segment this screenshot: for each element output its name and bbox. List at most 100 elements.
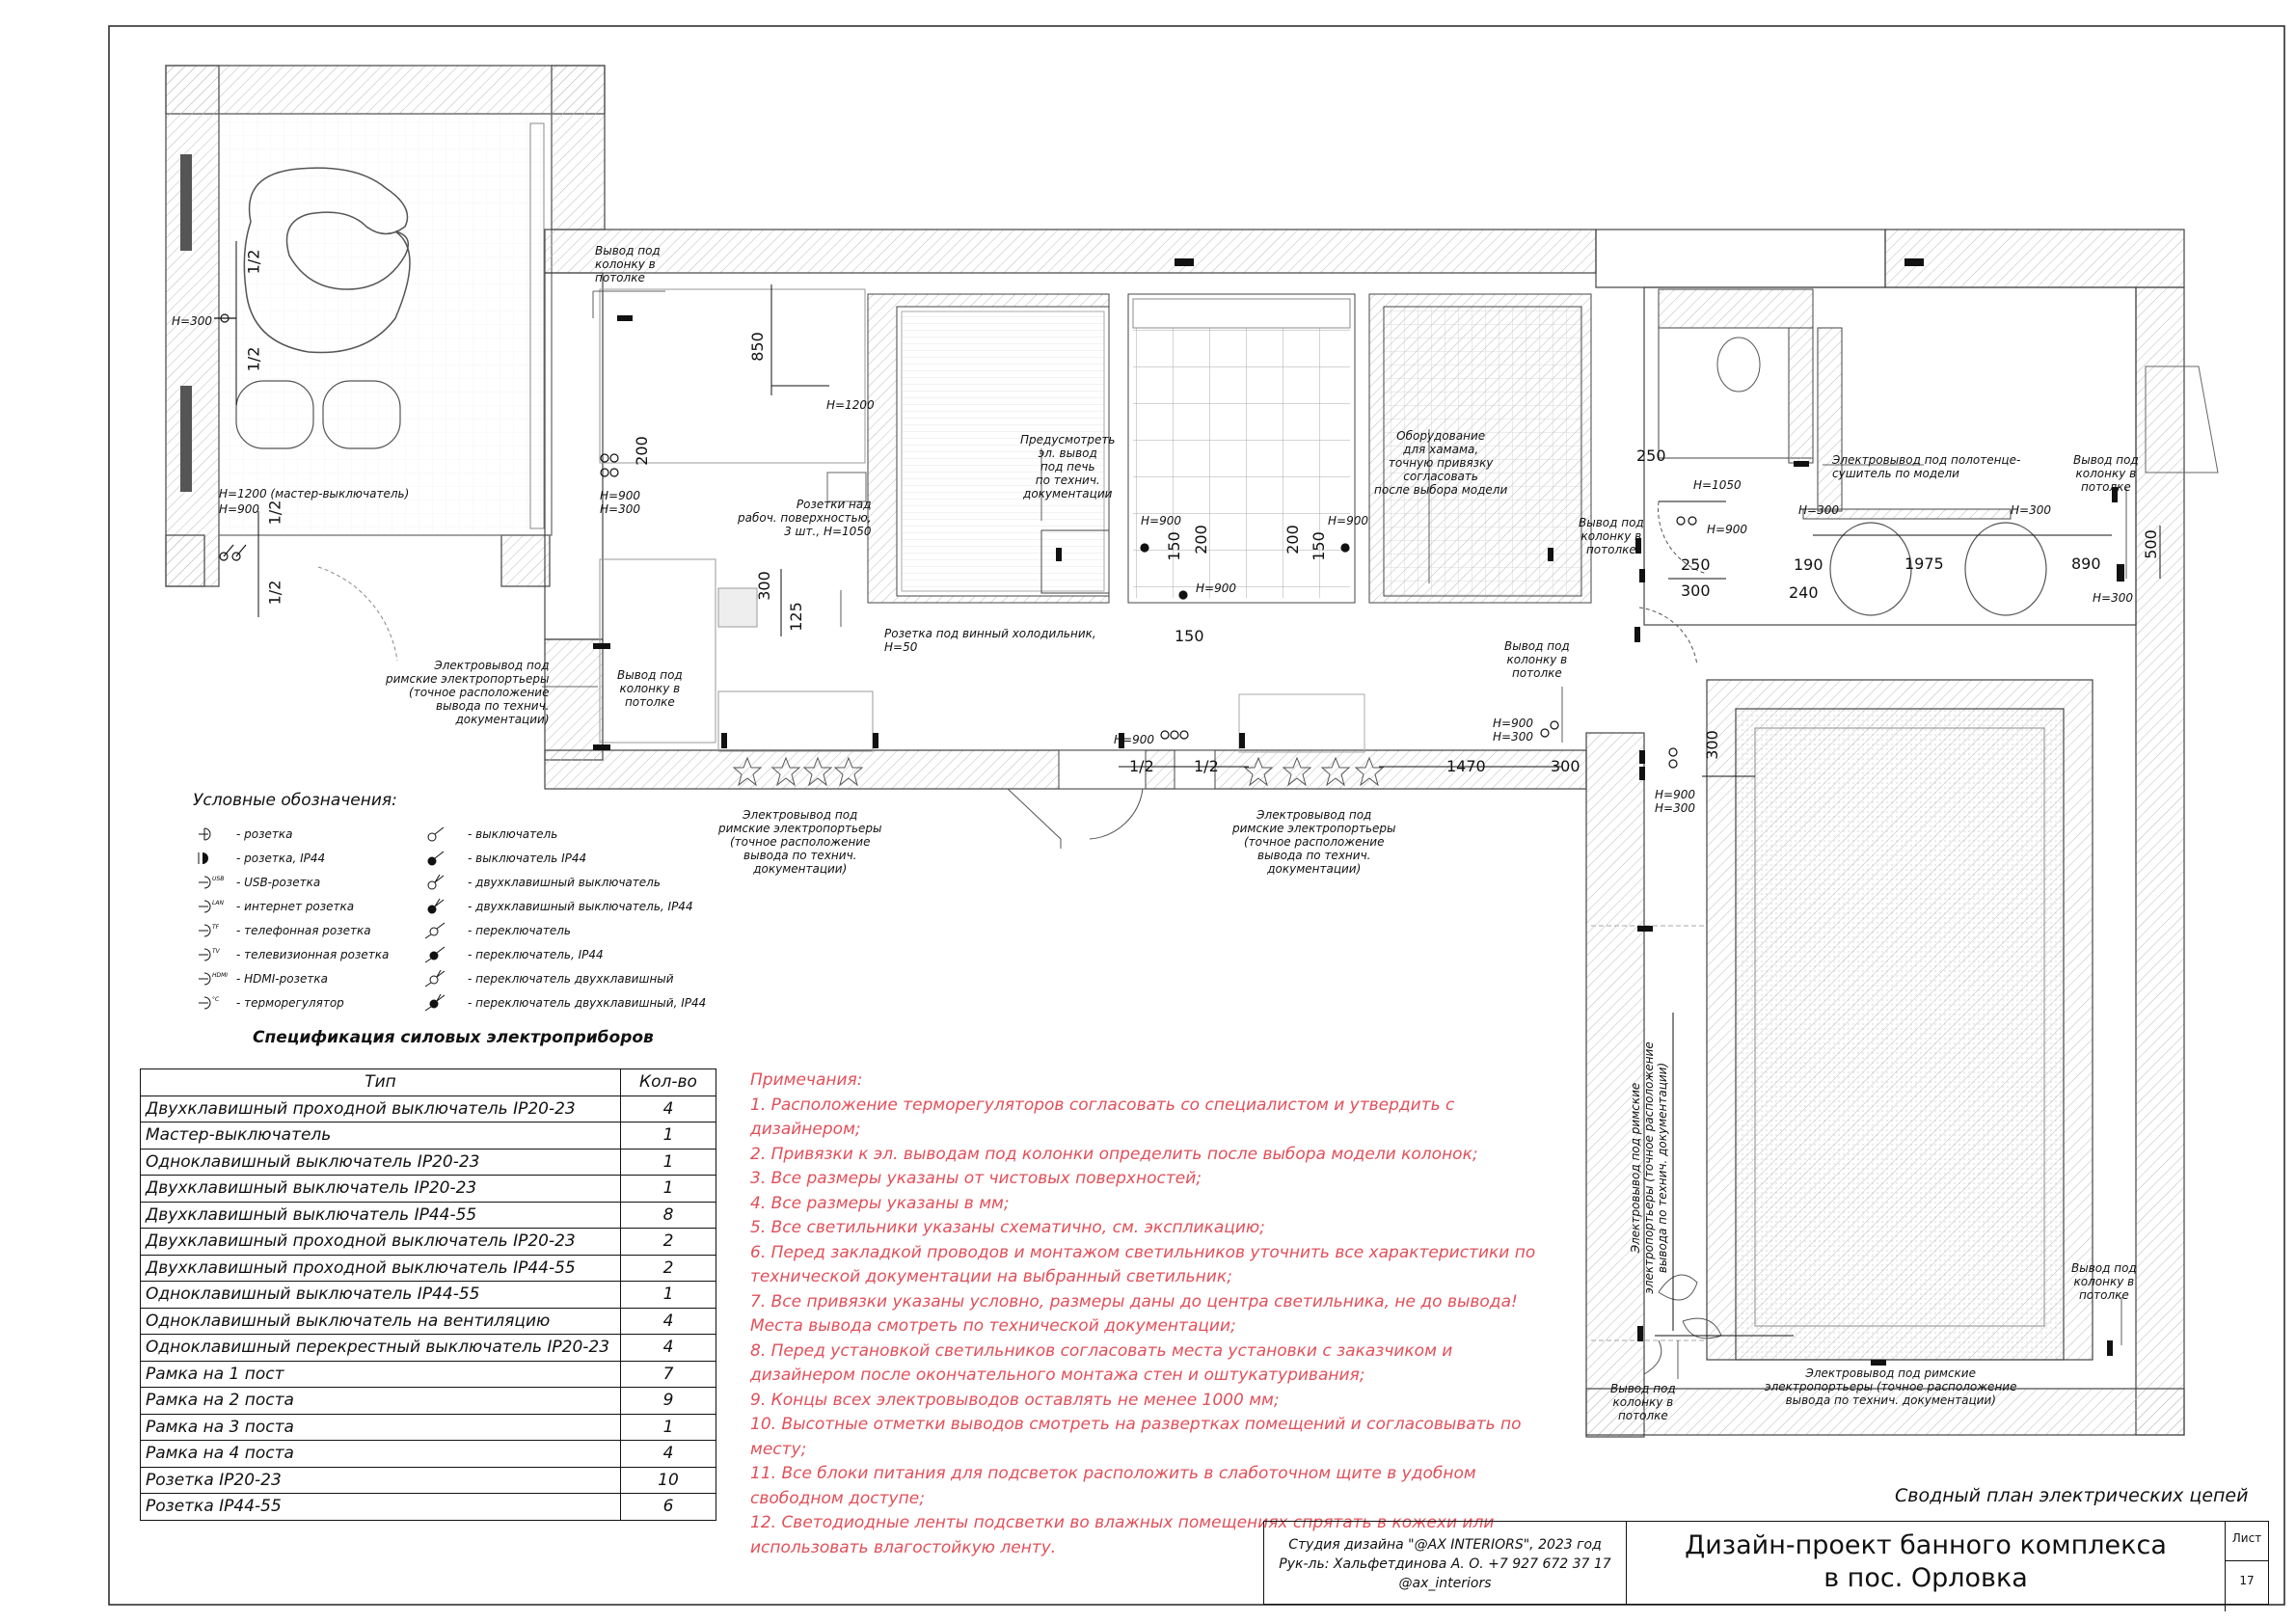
dimension: 300 [754, 571, 773, 601]
label-towel-dryer-output: Электровывод под полотенце- сушитель по … [1832, 453, 2021, 480]
spec-title: Спецификация силовых электроприборов [253, 1028, 654, 1047]
double-changeover-switch-icon [424, 970, 446, 987]
studio-name: Студия дизайна "@AX INTERIORS", 2023 год [1288, 1537, 1602, 1553]
pool [1591, 679, 2093, 1375]
dimension: 300 [1551, 757, 1580, 775]
project-title-line2: в пос. Орловка [1823, 1563, 2028, 1593]
dimension: 1/2 [244, 346, 263, 372]
dimension: 200 [1283, 525, 1302, 555]
socket-ip44-icon [198, 852, 208, 864]
switch-ip44-icon [427, 851, 445, 866]
label-height: H=900 [1141, 514, 1181, 527]
dimension: 125 [786, 602, 805, 632]
spec-header-qty: Кол-во [620, 1068, 716, 1096]
svg-text:USB: USB [212, 876, 224, 882]
studio-handle: @ax_interiors [1398, 1576, 1492, 1591]
label-curtain-output: Электровывод под римские электропортьеры… [1232, 808, 1396, 876]
sheet-label: Лист [2226, 1522, 2268, 1561]
changeover-switch-icon [424, 922, 446, 939]
label-curtain-output: Электровывод под римские электропортьеры… [1765, 1366, 2017, 1407]
dimension: 1/2 [1194, 757, 1219, 775]
note-item: 10. Высотные отметки выводов смотреть на… [750, 1415, 1522, 1459]
dimension: 200 [632, 436, 651, 466]
dimension: 500 [2141, 529, 2160, 559]
note-item: 6. Перед закладкой проводов и монтажом с… [750, 1242, 1536, 1287]
studio-lead: Рук-ль: Хальфетдинова А. О. +7 927 672 3… [1279, 1556, 1611, 1572]
label-speaker-output: Вывод под колонку в потолке [1610, 1382, 1676, 1422]
label-height: H=900 [219, 502, 259, 516]
svg-text:LAN: LAN [212, 900, 224, 906]
label-height: H=300 [2011, 503, 2051, 517]
label-height: H=900 [1196, 582, 1236, 595]
label-speaker-output: Вывод под колонку в потолке [2073, 453, 2139, 494]
socket-icon [199, 827, 211, 841]
dimension: 1470 [1446, 757, 1486, 775]
shower-room [1127, 293, 1356, 604]
sheet-frame [108, 25, 2285, 1606]
table-row: Двухклавишный проходной выключатель IP44… [140, 1254, 716, 1282]
dimension: 150 [1309, 531, 1328, 561]
svg-text:HDMI: HDMI [212, 972, 228, 979]
hammam-room [1368, 293, 1592, 604]
main-walls [544, 229, 2185, 1438]
svg-text:TV: TV [212, 948, 221, 955]
sheet-number-cell: Лист 17 [2226, 1522, 2268, 1604]
dimension: 150 [1175, 627, 1204, 645]
dimension: 200 [1191, 525, 1210, 555]
label-height: H=300 [172, 314, 212, 328]
dimension: 1/2 [244, 249, 263, 275]
changeover-switch-ip44-icon [424, 946, 446, 963]
legend: Условные обозначения: - розетка - розетк… [193, 791, 707, 1012]
label-speaker-output: Вывод под колонку в потолке [2071, 1261, 2137, 1302]
switch-icon [427, 826, 445, 842]
project-title: Дизайн-проект банного комплекса в пос. О… [1627, 1522, 2226, 1611]
dimension: 250 [1681, 555, 1711, 574]
note-item: 5. Все светильники указаны схематично, с… [750, 1218, 1265, 1237]
relax-zone [1802, 365, 2219, 616]
dimension: 190 [1794, 555, 1823, 574]
label-oven-output: Предусмотреть эл. вывод под печь по техн… [1020, 433, 1116, 500]
note-item: 2. Привязки к эл. выводам под колонки оп… [750, 1144, 1478, 1164]
note-item: 4. Все размеры указаны в мм; [750, 1193, 1010, 1213]
label-curtain-output: Электровывод под римские электропортьеры… [386, 659, 550, 726]
label-height: H=300 [1798, 503, 1839, 517]
note-item: 11. Все блоки питания для подсветок расп… [750, 1464, 1476, 1508]
label-speaker-output: Вывод под колонку в потолке [1504, 639, 1570, 680]
label-height: H=1050 [1693, 478, 1742, 492]
label-curtain-output: Электровывод под римские электропортьеры… [718, 808, 882, 876]
phone-socket-icon: TF [199, 924, 220, 937]
label-height: H=900 [1707, 523, 1747, 536]
spec-header-row: Тип Кол-во [140, 1068, 716, 1096]
title-block: Студия дизайна "@AX INTERIORS", 2023 год… [1263, 1521, 2269, 1611]
double-switch-icon [427, 874, 445, 890]
dimension: 300 [1702, 730, 1721, 760]
note-item: 9. Концы всех электровыводов оставлять н… [750, 1390, 1280, 1410]
spec-header-type: Тип [140, 1068, 621, 1096]
label-height: H=300 [2093, 591, 2133, 605]
doors [1007, 500, 1708, 849]
kitchen-area [599, 288, 1365, 753]
dimension-lines [235, 241, 2161, 1337]
label-worktop-sockets: Розетки над рабоч. поверхностью, 3 шт., … [738, 498, 872, 538]
notes: Примечания: 1. Расположение терморегулят… [750, 1068, 1551, 1560]
label-speaker-output: Вывод под колонку в потолке [617, 668, 683, 709]
note-item: 7. Все привязки указаны условно, размеры… [750, 1291, 1518, 1337]
dimension: 1/2 [265, 500, 284, 526]
dimension: 850 [747, 332, 767, 362]
sheet-number: 17 [2239, 1574, 2255, 1587]
dimension: 1/2 [1129, 757, 1154, 775]
dimension: 890 [2071, 555, 2101, 573]
dimension: 250 [1636, 446, 1666, 465]
notes-title: Примечания: [750, 1070, 863, 1090]
label-speaker-output: Вывод под колонку в потолке [1579, 516, 1644, 556]
window-patterns [732, 756, 1385, 787]
